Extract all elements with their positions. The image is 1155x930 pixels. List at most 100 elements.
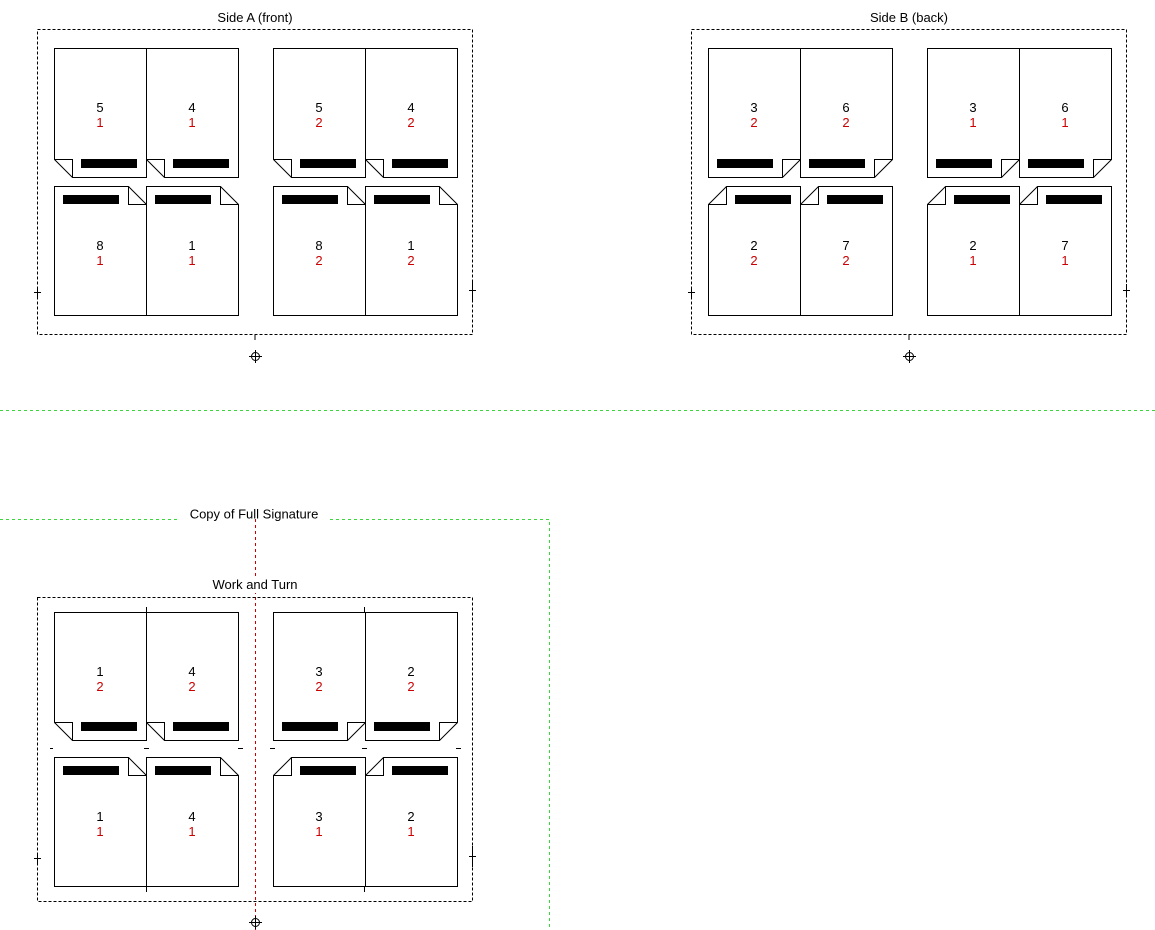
copy-number: 2 bbox=[188, 679, 195, 694]
page-panel[interactable]: 21 bbox=[365, 757, 458, 887]
copy-number: 2 bbox=[750, 253, 757, 268]
fold-corner bbox=[273, 757, 292, 776]
copy-number: 1 bbox=[315, 824, 322, 839]
page-panel[interactable]: 61 bbox=[1019, 48, 1112, 178]
page-outline bbox=[365, 48, 458, 178]
head-bar bbox=[173, 722, 229, 731]
fold-corner bbox=[146, 722, 165, 741]
page-panel[interactable]: 52 bbox=[273, 48, 366, 178]
fold-corner bbox=[54, 722, 73, 741]
copy-number: 1 bbox=[1061, 253, 1068, 268]
page-outline bbox=[365, 757, 458, 887]
page-panel[interactable]: 12 bbox=[365, 186, 458, 316]
register-marks bbox=[34, 280, 476, 363]
page-outline bbox=[146, 757, 239, 887]
page-number: 3 bbox=[315, 664, 322, 679]
page-panel[interactable]: 41 bbox=[146, 48, 239, 178]
page-outline bbox=[146, 48, 239, 178]
page-number: 8 bbox=[96, 238, 103, 253]
page-number: 7 bbox=[1061, 238, 1068, 253]
page-panel[interactable]: 11 bbox=[54, 757, 147, 887]
cut-marks bbox=[50, 607, 461, 892]
page-panel[interactable]: 31 bbox=[927, 48, 1020, 178]
page-panel[interactable]: 22 bbox=[365, 612, 458, 741]
page-panel[interactable]: 82 bbox=[273, 186, 366, 316]
page-panel[interactable]: 42 bbox=[146, 612, 239, 741]
copy-number: 1 bbox=[188, 824, 195, 839]
head-bar bbox=[282, 722, 338, 731]
page-panel[interactable]: 72 bbox=[800, 186, 893, 316]
head-bar bbox=[936, 159, 992, 168]
fold-corner bbox=[1019, 186, 1038, 205]
fold-corner bbox=[365, 757, 384, 776]
page-outline bbox=[708, 186, 801, 316]
page-outline bbox=[1019, 48, 1112, 178]
copy-number: 1 bbox=[1061, 115, 1068, 130]
head-bar bbox=[81, 159, 137, 168]
fold-corner bbox=[439, 722, 458, 741]
page-panel[interactable]: 12 bbox=[54, 612, 147, 741]
copy-number: 1 bbox=[407, 824, 414, 839]
copy-region-outline[interactable] bbox=[0, 519, 550, 930]
head-bar bbox=[392, 766, 448, 775]
page-panel[interactable]: 21 bbox=[927, 186, 1020, 316]
head-bar bbox=[63, 195, 119, 204]
page-panel[interactable]: 32 bbox=[708, 48, 801, 178]
page-number: 3 bbox=[315, 809, 322, 824]
copy-number: 1 bbox=[96, 115, 103, 130]
copy-number: 1 bbox=[188, 253, 195, 268]
head-bar bbox=[735, 195, 791, 204]
page-panel[interactable]: 42 bbox=[365, 48, 458, 178]
page-panel[interactable]: 11 bbox=[146, 186, 239, 316]
fold-corner bbox=[273, 159, 292, 178]
page-panel[interactable]: 22 bbox=[708, 186, 801, 316]
page-number: 3 bbox=[969, 100, 976, 115]
page-number: 3 bbox=[750, 100, 757, 115]
fold-corner bbox=[874, 159, 893, 178]
head-bar bbox=[827, 195, 883, 204]
page-number: 5 bbox=[96, 100, 103, 115]
copy-number: 2 bbox=[315, 679, 322, 694]
page-outline bbox=[146, 186, 239, 316]
page-panel[interactable]: 62 bbox=[800, 48, 893, 178]
head-bar bbox=[809, 159, 865, 168]
page-outline bbox=[273, 48, 366, 178]
fold-corner bbox=[365, 159, 384, 178]
head-bar bbox=[1028, 159, 1084, 168]
fold-corner bbox=[347, 722, 366, 741]
page-panel[interactable]: 71 bbox=[1019, 186, 1112, 316]
page-panel[interactable]: 51 bbox=[54, 48, 147, 178]
page-panel[interactable]: 41 bbox=[146, 757, 239, 887]
fold-corner bbox=[708, 186, 727, 205]
page-panel[interactable]: 32 bbox=[273, 612, 366, 741]
copy-number: 2 bbox=[407, 679, 414, 694]
copy-number: 1 bbox=[96, 824, 103, 839]
section-title-bg bbox=[203, 577, 307, 593]
head-bar bbox=[717, 159, 773, 168]
page-panel[interactable]: 81 bbox=[54, 186, 147, 316]
page-outline bbox=[927, 186, 1020, 316]
page-number: 4 bbox=[188, 809, 195, 824]
page-outline bbox=[54, 48, 147, 178]
page-outline bbox=[146, 612, 239, 741]
page-outline bbox=[273, 757, 366, 887]
page-outline bbox=[54, 612, 147, 741]
copy-number: 1 bbox=[188, 115, 195, 130]
head-bar bbox=[155, 195, 211, 204]
fold-corner bbox=[347, 186, 366, 205]
copy-number: 1 bbox=[969, 253, 976, 268]
page-outline bbox=[800, 186, 893, 316]
page-number: 1 bbox=[407, 238, 414, 253]
page-number: 2 bbox=[407, 664, 414, 679]
page-number: 8 bbox=[315, 238, 322, 253]
copy-number: 2 bbox=[96, 679, 103, 694]
page-panel[interactable]: 31 bbox=[273, 757, 366, 887]
page-number: 1 bbox=[96, 809, 103, 824]
